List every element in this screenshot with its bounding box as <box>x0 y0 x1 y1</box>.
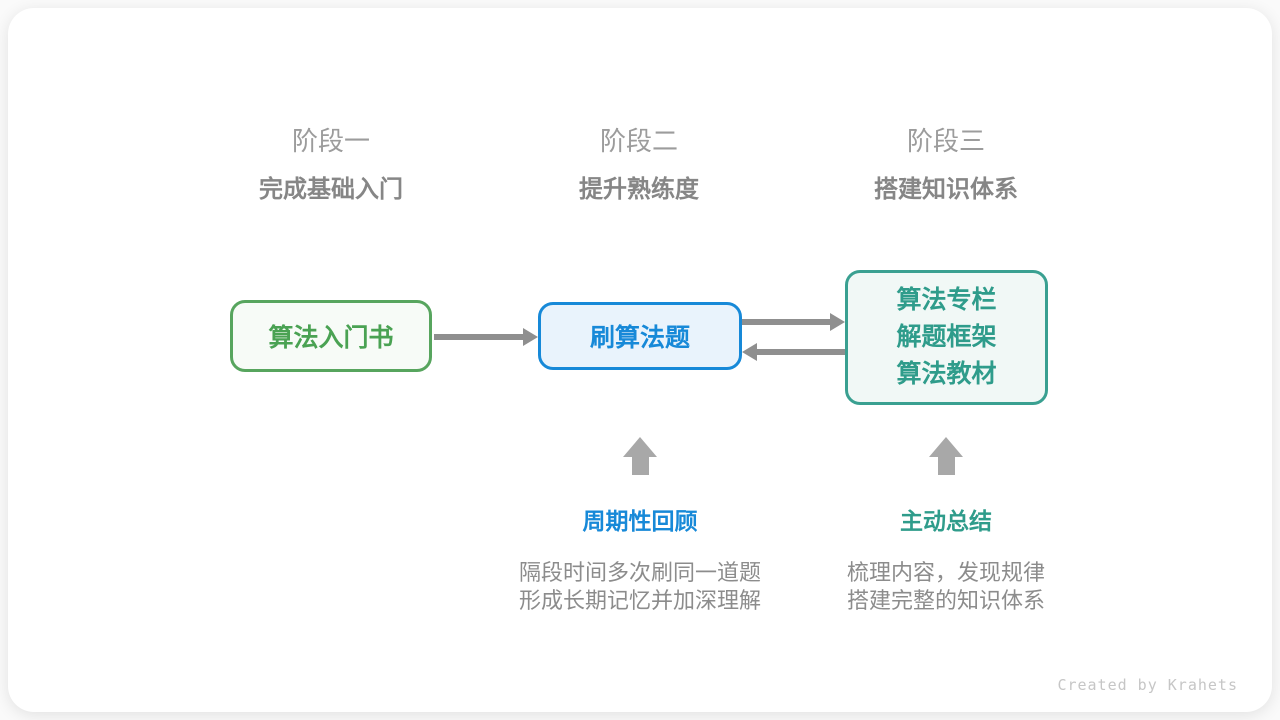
arrow-shaft <box>631 457 649 475</box>
stage-2-label: 阶段二 <box>599 126 678 156</box>
node-practice-problems-label: 刷算法题 <box>589 324 690 352</box>
arrow-head <box>830 313 845 331</box>
annotation-active-summary-desc: 梳理内容，发现规律 搭建完整的知识体系 <box>786 559 1106 615</box>
arrow-head <box>929 437 963 457</box>
stage-1-label: 阶段一 <box>291 126 370 156</box>
credit-text: Created by Krahets <box>1057 676 1238 694</box>
annotation-periodic-review-title: 周期性回顾 <box>582 508 698 534</box>
arrow-head <box>742 343 757 361</box>
node-knowledge-resources-line-1: 算法专栏 <box>896 286 997 314</box>
stage-3-subtitle: 搭建知识体系 <box>874 176 1018 203</box>
annotation-desc-line: 隔段时间多次刷同一道题 <box>518 560 761 585</box>
annotation-active-summary: 主动总结 梳理内容，发现规律 搭建完整的知识体系 <box>786 507 1106 615</box>
node-knowledge-resources: 算法专栏 解题框架 算法教材 <box>845 270 1048 405</box>
annotation-desc-line: 搭建完整的知识体系 <box>846 588 1045 613</box>
stage-1-header: 阶段一 完成基础入门 <box>181 122 481 205</box>
annotation-desc-line: 形成长期记忆并加深理解 <box>518 588 761 613</box>
arrow-shaft <box>434 334 525 340</box>
arrow-head <box>523 328 538 346</box>
stage-2-header: 阶段二 提升熟练度 <box>489 122 789 205</box>
annotation-active-summary-title: 主动总结 <box>900 508 992 534</box>
node-practice-problems: 刷算法题 <box>538 302 742 370</box>
node-knowledge-resources-line-2: 解题框架 <box>896 323 997 351</box>
arrow-head <box>623 437 657 457</box>
arrow-shaft <box>937 457 955 475</box>
arrow-left-icon <box>742 343 845 361</box>
arrow-shaft <box>742 319 832 325</box>
stage-3-header: 阶段三 搭建知识体系 <box>796 122 1096 205</box>
arrow-shaft <box>755 349 845 355</box>
node-algo-intro-book-label: 算法入门书 <box>268 324 394 352</box>
arrow-right-icon <box>434 328 538 346</box>
annotation-desc-line: 梳理内容，发现规律 <box>846 560 1045 585</box>
arrow-right-icon <box>742 313 845 331</box>
stage-2-subtitle: 提升熟练度 <box>579 176 699 203</box>
arrow-up-icon <box>929 437 963 475</box>
stage-3-label: 阶段三 <box>906 126 985 156</box>
node-knowledge-resources-line-3: 算法教材 <box>896 360 997 388</box>
stage-1-subtitle: 完成基础入门 <box>259 176 403 203</box>
arrow-up-icon <box>623 437 657 475</box>
annotation-periodic-review: 周期性回顾 隔段时间多次刷同一道题 形成长期记忆并加深理解 <box>480 507 800 615</box>
node-algo-intro-book: 算法入门书 <box>230 300 432 372</box>
annotation-periodic-review-desc: 隔段时间多次刷同一道题 形成长期记忆并加深理解 <box>480 559 800 615</box>
